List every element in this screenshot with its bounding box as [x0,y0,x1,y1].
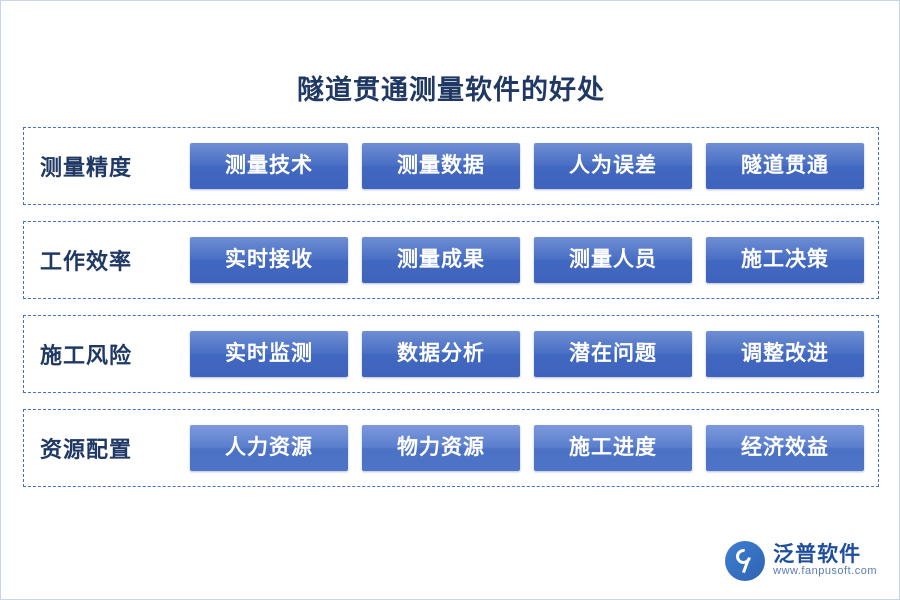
row-label: 工作效率 [40,249,133,274]
benefit-cell[interactable]: 调整改进 [706,331,864,377]
row-label: 施工风险 [40,343,133,368]
brand-name-cn: 泛普软件 [773,543,862,567]
page-title: 隧道贯通测量软件的好处 [297,75,605,105]
benefit-cell[interactable]: 施工决策 [706,237,864,283]
row-cells: 实时接收 测量成果 测量人员 施工决策 [190,237,864,283]
benefit-cell[interactable]: 实时接收 [190,237,348,283]
benefit-cell[interactable]: 物力资源 [362,425,520,471]
row-cells: 人力资源 物力资源 施工进度 经济效益 [190,425,864,471]
row-label: 资源配置 [40,437,133,462]
benefit-rows: 测量精度 测量技术 测量数据 人为误差 隧道贯通 工作效率 实时接收 测量成果 … [23,127,879,503]
brand-text: 泛普软件 www.fanpusoft.com [773,544,877,578]
benefit-row-construction-risk: 施工风险 实时监测 数据分析 潜在问题 调整改进 [23,315,879,393]
benefit-cell[interactable]: 施工进度 [534,425,692,471]
benefit-cell[interactable]: 测量人员 [534,237,692,283]
brand-logo: 泛普软件 www.fanpusoft.com [725,541,877,581]
benefit-cell[interactable]: 测量成果 [362,237,520,283]
benefit-cell[interactable]: 测量数据 [362,143,520,189]
row-cells: 测量技术 测量数据 人为误差 隧道贯通 [190,143,864,189]
benefit-cell[interactable]: 数据分析 [362,331,520,377]
benefit-row-measurement-accuracy: 测量精度 测量技术 测量数据 人为误差 隧道贯通 [23,127,879,205]
benefit-row-work-efficiency: 工作效率 实时接收 测量成果 测量人员 施工决策 [23,221,879,299]
row-label: 测量精度 [40,155,133,180]
benefit-cell[interactable]: 测量技术 [190,143,348,189]
benefit-cell[interactable]: 经济效益 [706,425,864,471]
benefit-cell[interactable]: 人力资源 [190,425,348,471]
benefit-cell[interactable]: 实时监测 [190,331,348,377]
benefit-cell[interactable]: 人为误差 [534,143,692,189]
globe-logo-icon [725,541,766,581]
brand-name-en: www.fanpusoft.com [773,565,877,578]
benefit-row-resource-allocation: 资源配置 人力资源 物力资源 施工进度 经济效益 [23,409,879,487]
row-cells: 实时监测 数据分析 潜在问题 调整改进 [190,331,864,377]
benefit-cell[interactable]: 隧道贯通 [706,143,864,189]
benefit-cell[interactable]: 潜在问题 [534,331,692,377]
